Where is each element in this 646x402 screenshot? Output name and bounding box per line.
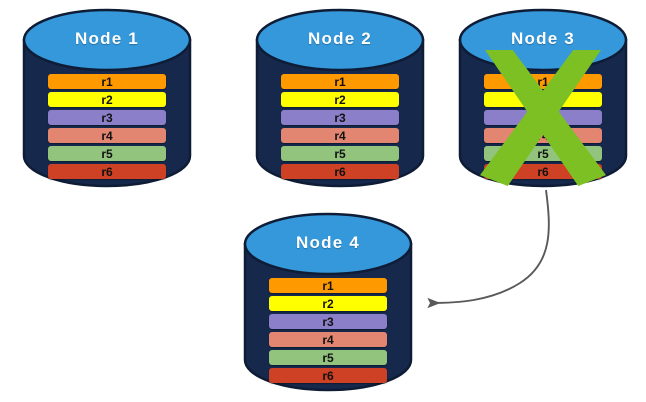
- row-bar: r5: [269, 350, 387, 365]
- row-bar: r2: [281, 92, 399, 107]
- row-label: r6: [322, 368, 334, 383]
- row-bar: r3: [484, 110, 602, 125]
- row-bar: r4: [269, 332, 387, 347]
- row-label: r6: [334, 164, 346, 179]
- row-label: r6: [101, 164, 113, 179]
- row-bar: r2: [48, 92, 166, 107]
- row-bar: r5: [48, 146, 166, 161]
- row-label: r1: [101, 74, 113, 89]
- row-stack: r1 r2 r3 r4 r5 r6: [255, 74, 425, 179]
- row-bar: r6: [281, 164, 399, 179]
- row-bar: r6: [269, 368, 387, 383]
- row-label: r4: [537, 128, 549, 143]
- row-bar: r1: [484, 74, 602, 89]
- row-stack: r1 r2 r3 r4 r5 r6: [458, 74, 628, 179]
- row-bar: r1: [269, 278, 387, 293]
- row-label: r5: [537, 146, 549, 161]
- row-label: r4: [322, 332, 334, 347]
- row-bar: r4: [48, 128, 166, 143]
- row-bar: r2: [269, 296, 387, 311]
- row-label: r5: [322, 350, 334, 365]
- row-label: r2: [322, 296, 334, 311]
- row-label: r3: [322, 314, 334, 329]
- row-label: r3: [334, 110, 346, 125]
- row-label: r1: [537, 74, 549, 89]
- row-label: r2: [334, 92, 346, 107]
- cylinder-top-ellipse: [458, 8, 628, 72]
- cylinder-top-ellipse: [255, 8, 425, 72]
- row-label: r5: [334, 146, 346, 161]
- row-label: r6: [537, 164, 549, 179]
- row-label: r4: [334, 128, 346, 143]
- row-label: r2: [101, 92, 113, 107]
- row-bar: r2: [484, 92, 602, 107]
- row-label: r4: [101, 128, 113, 143]
- row-bar: r6: [484, 164, 602, 179]
- row-label: r5: [101, 146, 113, 161]
- row-bar: r1: [281, 74, 399, 89]
- row-bar: r5: [484, 146, 602, 161]
- row-bar: r3: [281, 110, 399, 125]
- row-label: r2: [537, 92, 549, 107]
- row-bar: r1: [48, 74, 166, 89]
- cylinder-top-ellipse: [243, 212, 413, 276]
- row-label: r1: [334, 74, 346, 89]
- row-bar: r5: [281, 146, 399, 161]
- row-bar: r4: [484, 128, 602, 143]
- row-bar: r4: [281, 128, 399, 143]
- row-label: r1: [322, 278, 334, 293]
- row-bar: r6: [48, 164, 166, 179]
- row-stack: r1 r2 r3 r4 r5 r6: [243, 278, 413, 383]
- row-label: r3: [101, 110, 113, 125]
- row-stack: r1 r2 r3 r4 r5 r6: [22, 74, 192, 179]
- cylinder-top-ellipse: [22, 8, 192, 72]
- row-label: r3: [537, 110, 549, 125]
- row-bar: r3: [48, 110, 166, 125]
- row-bar: r3: [269, 314, 387, 329]
